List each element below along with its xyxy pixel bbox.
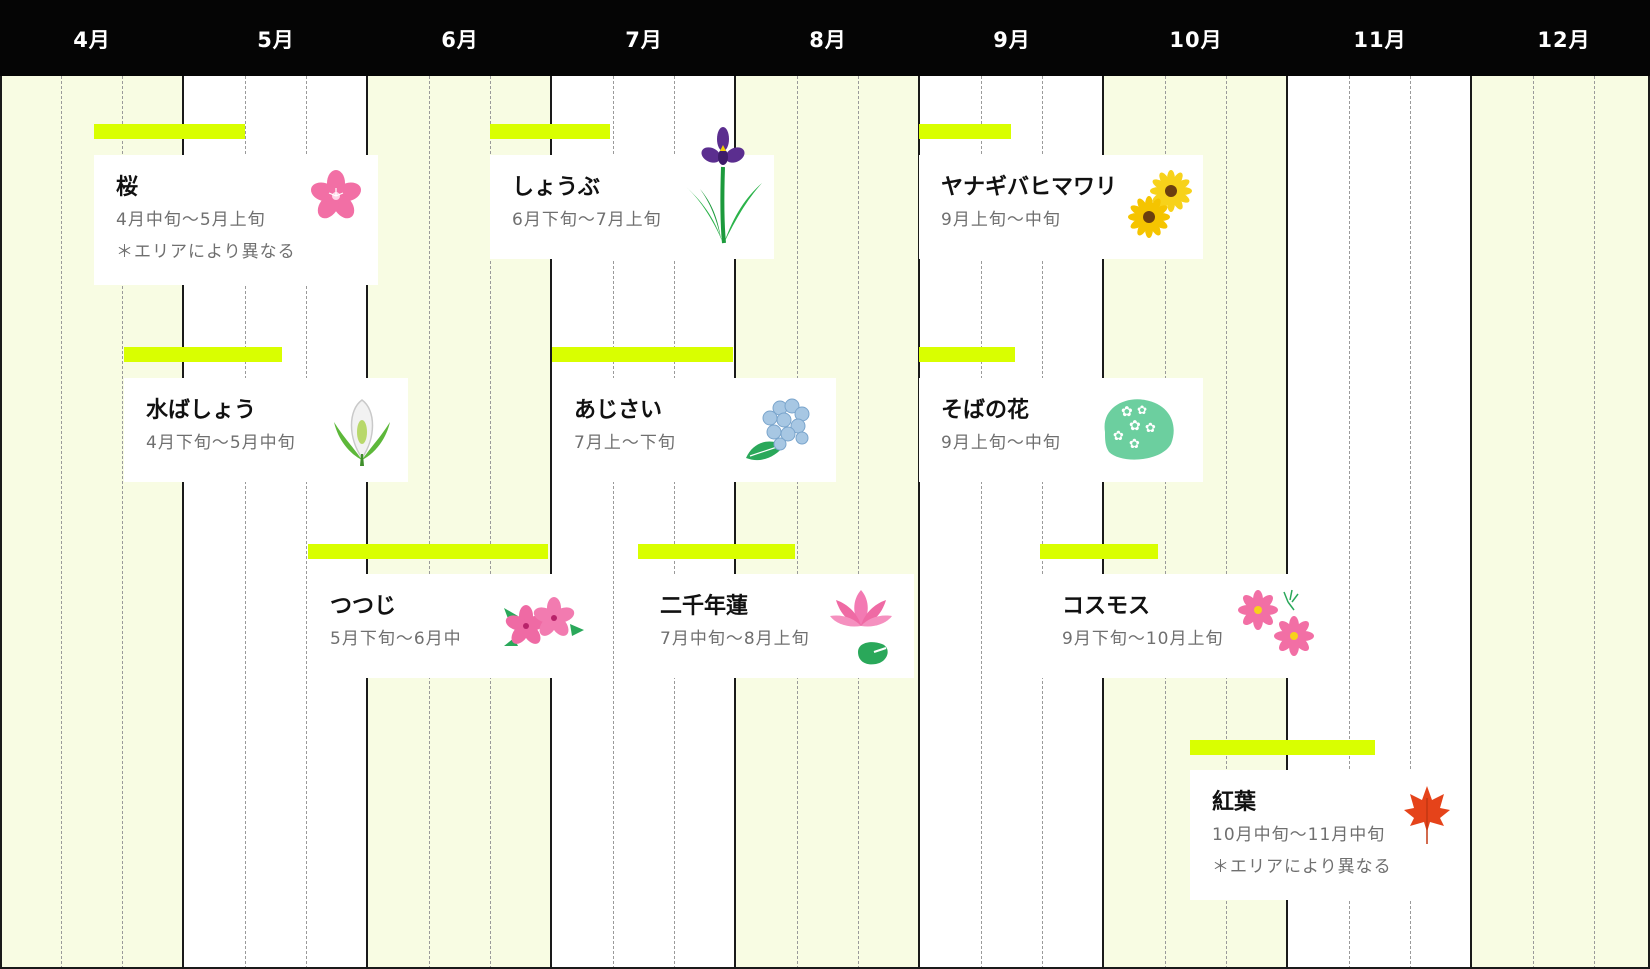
flower-period: 7月上〜下旬 xyxy=(574,433,676,453)
flower-card-kouyou: 紅葉 10月中旬〜11月中旬 ＊エリアにより異なる xyxy=(1190,770,1460,900)
skunk-cabbage-icon xyxy=(334,399,390,466)
flower-card-shoubu: しょうぶ 6月下旬〜7月上旬 xyxy=(490,127,774,259)
flower-card-yanagiba-himawari: ヤナギバヒマワリ 9月上旬〜中旬 xyxy=(919,155,1203,259)
flower-period: 9月上旬〜中旬 xyxy=(941,210,1061,230)
maple-leaf-icon xyxy=(1404,786,1450,844)
flower-note: ＊エリアにより異なる xyxy=(1212,857,1392,877)
month-label-jul: 7月 xyxy=(625,28,663,52)
hydrangea-icon xyxy=(746,398,810,461)
month-column-dec xyxy=(1472,76,1650,969)
month-label-nov: 11月 xyxy=(1353,28,1407,52)
flower-card-mizubashou: 水ばしょう 4月下旬〜5月中旬 xyxy=(124,378,408,482)
bloom-bar-mizubashou xyxy=(124,347,282,362)
sunflower-icon xyxy=(1128,170,1192,238)
flower-card-sakura: 桜 4月中旬〜5月上旬 ＊エリアにより異なる xyxy=(94,155,378,285)
flower-period: 7月中旬〜8月上旬 xyxy=(660,629,810,649)
month-label-apr: 4月 xyxy=(73,28,111,52)
month-column-nov xyxy=(1288,76,1472,969)
svg-text:✿: ✿ xyxy=(1121,404,1133,420)
month-column-sep xyxy=(920,76,1104,969)
svg-text:✿: ✿ xyxy=(1129,437,1140,452)
iris-icon xyxy=(684,127,762,244)
flower-name: 桜 xyxy=(116,175,139,200)
flower-name: つつじ xyxy=(330,594,397,619)
cosmos-icon xyxy=(1238,589,1314,656)
flower-name: 紅葉 xyxy=(1212,790,1257,815)
bloom-bar-sakura xyxy=(94,124,245,139)
bloom-bar-ajisai xyxy=(552,347,733,362)
flower-period: 9月上旬〜中旬 xyxy=(941,433,1061,453)
bloom-bar-yanagiba-himawari xyxy=(919,124,1011,139)
flower-period: 10月中旬〜11月中旬 xyxy=(1212,825,1386,845)
buckwheat-flower-icon: ✿ ✿ ✿ ✿ ✿ ✿ xyxy=(1104,399,1174,460)
month-label-oct: 10月 xyxy=(1169,28,1223,52)
flower-period: 5月下旬〜6月中 xyxy=(330,629,462,649)
month-column-jul xyxy=(552,76,736,969)
flower-name: あじさい xyxy=(574,398,663,423)
bloom-bar-shoubu xyxy=(490,124,610,139)
lotus-icon xyxy=(830,590,892,665)
month-column-may xyxy=(184,76,368,969)
bloom-bar-kouyou xyxy=(1190,740,1375,755)
bloom-bar-tsutsuji xyxy=(308,544,548,559)
bloom-bar-soba xyxy=(919,347,1015,362)
flower-name: ヤナギバヒマワリ xyxy=(941,175,1118,200)
cherry-blossom-icon xyxy=(310,170,362,219)
month-label-dec: 12月 xyxy=(1537,28,1591,52)
flower-period: 4月中旬〜5月上旬 xyxy=(116,210,266,230)
flower-note: ＊エリアにより異なる xyxy=(116,242,296,262)
flower-period: 6月下旬〜7月上旬 xyxy=(512,210,662,230)
flower-name: コスモス xyxy=(1062,594,1151,619)
bloom-bar-lotus xyxy=(638,544,795,559)
svg-text:✿: ✿ xyxy=(1137,403,1147,417)
month-label-jun: 6月 xyxy=(441,28,479,52)
month-label-may: 5月 xyxy=(257,28,295,52)
svg-text:✿: ✿ xyxy=(1113,429,1124,444)
month-header: 4月 5月 6月 7月 8月 9月 10月 11月 12月 xyxy=(0,0,1650,76)
svg-text:✿: ✿ xyxy=(1129,418,1141,434)
flower-card-cosmos: コスモス 9月下旬〜10月上旬 xyxy=(1040,574,1326,678)
flower-card-lotus: 二千年蓮 7月中旬〜8月上旬 xyxy=(638,574,914,678)
svg-text:✿: ✿ xyxy=(1145,421,1156,436)
month-label-aug: 8月 xyxy=(809,28,847,52)
flower-period: 4月下旬〜5月中旬 xyxy=(146,433,296,453)
azalea-icon xyxy=(504,597,584,646)
flower-card-tsutsuji: つつじ 5月下旬〜6月中 xyxy=(308,574,592,678)
flower-period: 9月下旬〜10月上旬 xyxy=(1062,629,1224,649)
flower-card-ajisai: あじさい 7月上〜下旬 xyxy=(552,378,836,482)
month-label-sep: 9月 xyxy=(993,28,1031,52)
flower-card-soba: そばの花 9月上旬〜中旬 ✿ ✿ ✿ ✿ ✿ ✿ xyxy=(919,378,1203,482)
bloom-bar-cosmos xyxy=(1040,544,1158,559)
flower-name: しょうぶ xyxy=(512,175,601,200)
flower-name: そばの花 xyxy=(941,398,1030,423)
flower-name: 二千年蓮 xyxy=(660,594,749,619)
flower-name: 水ばしょう xyxy=(146,398,257,423)
